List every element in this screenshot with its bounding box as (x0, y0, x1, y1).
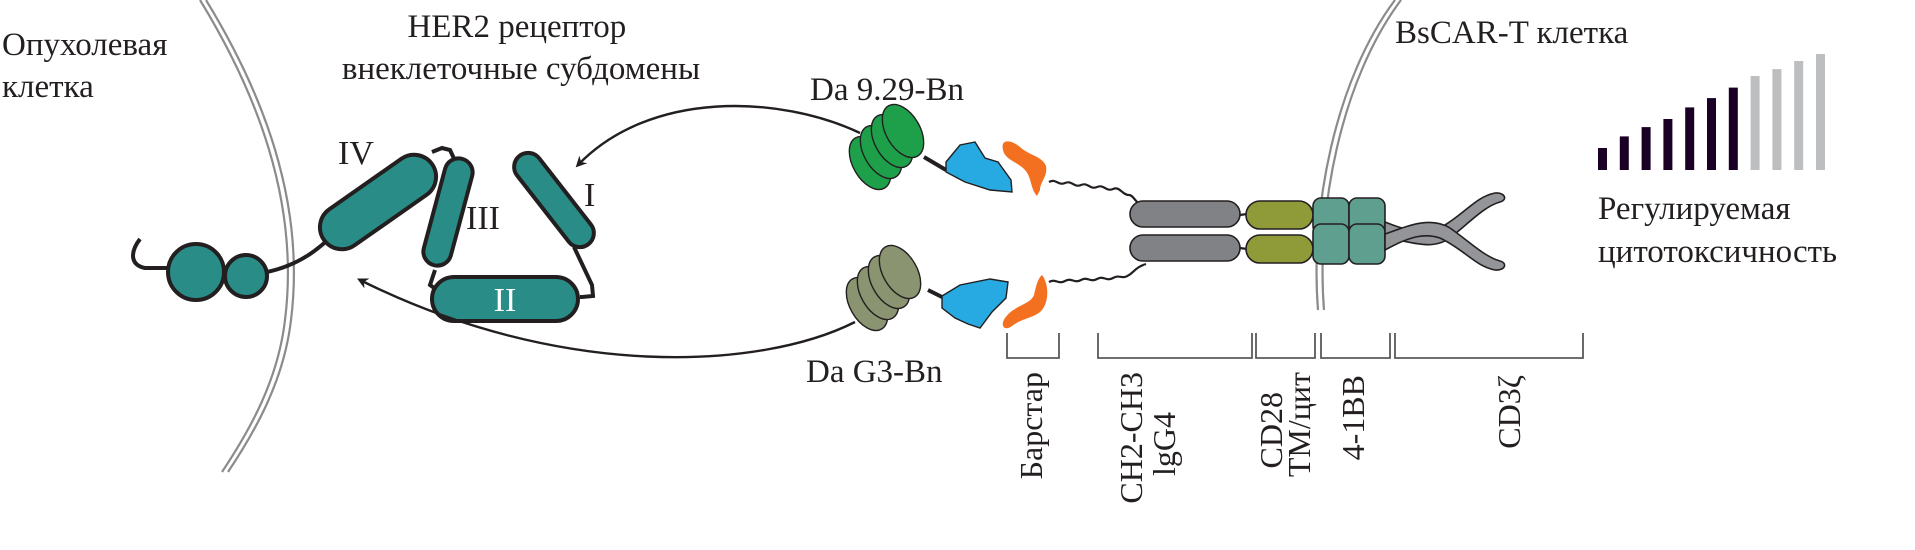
segment-label-cd28: CD28 (1253, 392, 1289, 468)
arrow-da929-to-subdomain-i (575, 104, 861, 168)
subdomain-ii-label: II (494, 282, 517, 319)
hinge-top (1048, 179, 1147, 210)
signal-bar-active (1663, 119, 1673, 170)
barnase-top (945, 141, 1013, 193)
bracket-cd28 (1255, 333, 1316, 359)
segment-brackets (1006, 333, 1584, 359)
bracket-ch2ch3 (1097, 333, 1253, 359)
fc-ch2-ch3 (1129, 200, 1241, 262)
her2-intracellular-domain-small (223, 253, 269, 299)
cd3-zeta (1384, 192, 1506, 271)
subdomain-i-label: I (584, 177, 595, 214)
segment-label-ch2ch3: CH2-CH3 (1113, 372, 1149, 504)
barstar-top (1002, 141, 1047, 196)
signal-bar-inactive (1794, 61, 1804, 170)
bscar-t-cell-label: BsCAR-T клетка (1395, 15, 1629, 51)
her2-subdomain-ii (430, 275, 580, 323)
her2-subdomain-iv (317, 152, 439, 252)
segment-label-tm-cyt: TM/цит (1281, 372, 1317, 477)
tumor-cell-label: Опухолевая клетка (2, 27, 176, 105)
arrow-dag3-to-subdomain-iv (357, 278, 856, 359)
her2-receptor: IV III I II (131, 135, 596, 323)
her2-subdomain-iii (421, 156, 475, 268)
bracket-41bb (1320, 333, 1391, 359)
cytotoxicity-signal-bars (1598, 54, 1825, 170)
darpin-929 (848, 103, 925, 191)
cd28-tm (1245, 200, 1314, 264)
barstar-bottom (1002, 275, 1048, 329)
her2-title: HER2 рецептор внеклеточные субдомены (342, 9, 700, 87)
darpin-929-linker (922, 155, 948, 172)
segment-label-barstar: Барстар (1013, 372, 1049, 479)
signal-bar-inactive (1772, 69, 1782, 170)
segment-label-igg4: lgG4 (1146, 412, 1182, 476)
hinge-bottom (1048, 262, 1147, 284)
subdomain-iii-label: III (466, 200, 500, 237)
signal-bar-active (1619, 136, 1629, 170)
signal-bar-active (1598, 148, 1607, 170)
cytotoxicity-label: Регулируемая цитотоксичность (1598, 191, 1837, 270)
segment-label-41bb: 4-1BB (1335, 375, 1371, 460)
t-cell-membrane (1315, 0, 1402, 311)
her2-subdomain-i (512, 150, 596, 250)
signal-bar-active (1641, 127, 1651, 170)
signal-bar-inactive (1816, 54, 1825, 170)
bracket-barstar (1006, 333, 1060, 359)
signal-bar-active (1707, 98, 1716, 170)
4-1bb-domain (1312, 197, 1386, 265)
her2-intracellular-domain-large (166, 242, 226, 302)
barnase-bottom (941, 278, 1009, 329)
subdomain-iv-label: IV (338, 135, 374, 172)
signal-bar-active (1685, 107, 1695, 170)
signal-bar-active (1728, 87, 1738, 170)
bracket-cd3z (1394, 333, 1584, 359)
da929-label: Da 9.29-Bn (810, 72, 964, 108)
signal-bar-inactive (1750, 76, 1760, 170)
tumor-cell-membrane (199, 0, 295, 473)
darpin-g3 (845, 244, 922, 332)
dag3-label: Da G3-Bn (806, 354, 943, 390)
segment-label-cd3z: CD3ζ (1491, 375, 1527, 449)
